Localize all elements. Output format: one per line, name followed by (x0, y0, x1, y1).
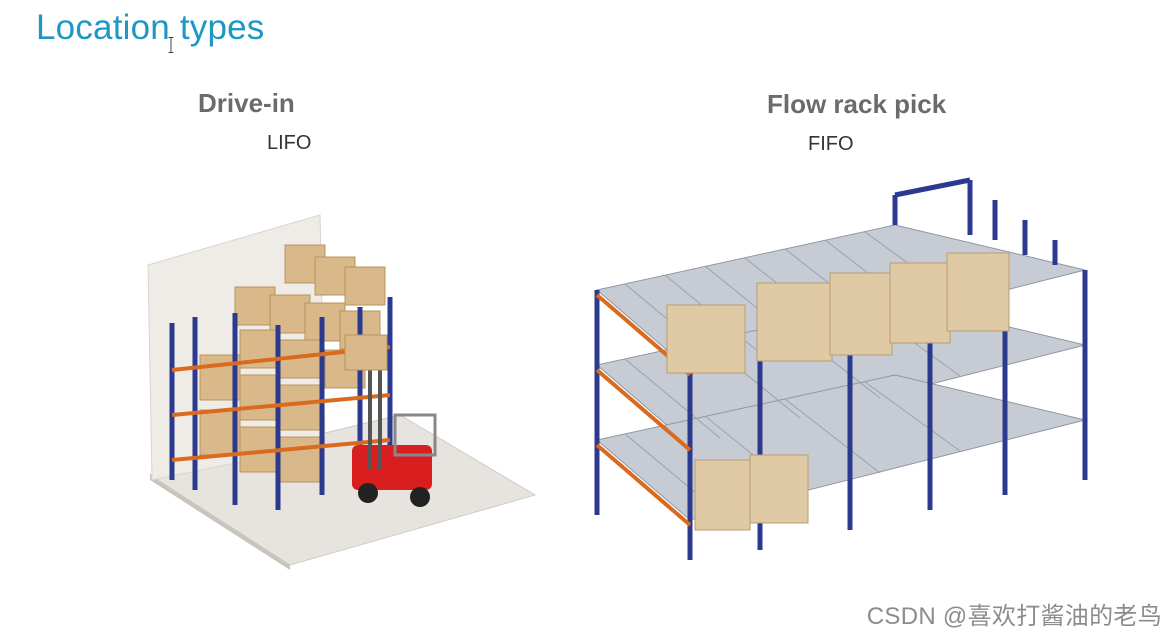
flow-rack-method: FIFO (808, 133, 854, 155)
flow-rack-illustration (594, 177, 1088, 560)
watermark: CSDN @喜欢打酱油的老鸟 (866, 603, 1162, 630)
drive-in-rack-illustration (147, 214, 537, 570)
flow-rack-heading: Flow rack pick (767, 89, 947, 119)
drive-in-heading: Drive-in (198, 88, 295, 118)
text-cursor-icon (168, 37, 174, 53)
slide-title: Location types (36, 8, 265, 47)
drive-in-method: LIFO (267, 132, 312, 154)
